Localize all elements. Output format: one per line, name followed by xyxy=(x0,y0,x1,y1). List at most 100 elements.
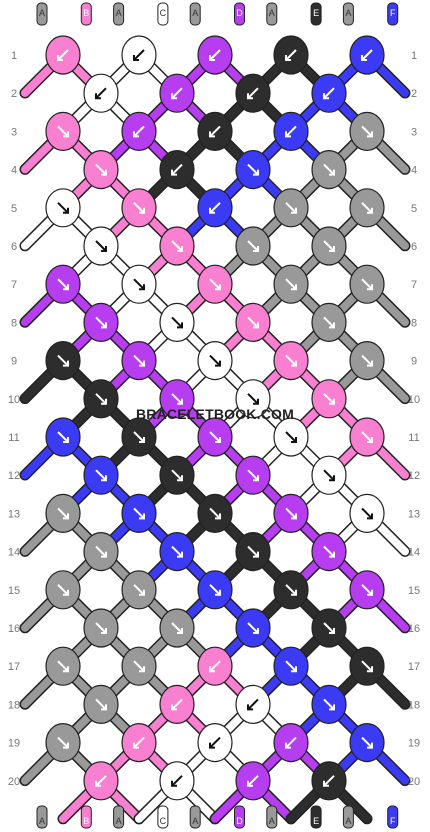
knot-arrow-icon xyxy=(95,163,107,176)
knot xyxy=(235,531,271,572)
row-number-right: 11 xyxy=(408,432,419,444)
knot-arrow-icon xyxy=(95,775,107,787)
knot-arrow-icon xyxy=(285,202,297,214)
knot-arrowhead-icon xyxy=(209,666,215,673)
knot-arrowhead-icon xyxy=(367,207,373,214)
knot xyxy=(311,531,347,572)
knot-arrow-icon xyxy=(133,507,145,520)
knot-arrow-icon xyxy=(171,622,183,634)
knot-arrowhead-icon xyxy=(209,207,215,214)
knot-arrowhead-icon xyxy=(177,628,183,634)
strand-letter: E xyxy=(313,816,319,826)
knot xyxy=(159,150,195,190)
knot-arrow-icon xyxy=(323,393,335,405)
knot xyxy=(235,379,271,419)
knot-arrowhead-icon xyxy=(367,666,373,673)
row-number-right: 17 xyxy=(408,661,420,673)
row-number-right: 12 xyxy=(408,470,420,482)
knot xyxy=(235,226,271,266)
knot-arrow-icon xyxy=(361,125,373,138)
row-number-right: 1 xyxy=(411,50,417,62)
row-number-left: 11 xyxy=(8,432,19,444)
knot-arrowhead-icon xyxy=(101,551,107,558)
knot-arrow-icon xyxy=(133,202,145,214)
knot xyxy=(311,608,347,648)
row-number-right: 13 xyxy=(408,508,420,520)
knot-arrowhead-icon xyxy=(367,284,373,291)
knot-arrow-icon xyxy=(95,698,107,711)
knot xyxy=(273,493,309,534)
strand-letter: A xyxy=(116,816,122,826)
knot-arrowhead-icon xyxy=(291,437,297,443)
strand-letter: F xyxy=(390,8,396,18)
knot-arrow-icon xyxy=(361,660,373,672)
knot xyxy=(235,73,271,113)
knot xyxy=(83,379,119,419)
knot xyxy=(45,722,81,763)
knot-arrowhead-icon xyxy=(63,513,69,520)
knot-arrow-icon xyxy=(209,202,221,214)
knot-arrow-icon xyxy=(171,393,183,405)
knot-arrow-icon xyxy=(323,775,335,787)
knot xyxy=(197,417,233,457)
strand-end xyxy=(80,2,92,26)
knot-arrow-icon xyxy=(95,545,107,558)
knot xyxy=(349,264,385,304)
knot-arrow-icon xyxy=(361,202,373,214)
knot-arrow-icon xyxy=(171,775,183,787)
knot-arrowhead-icon xyxy=(209,55,215,61)
knot-arrow-icon xyxy=(171,469,183,481)
knot-arrow-icon xyxy=(323,545,335,558)
row-number-left: 16 xyxy=(8,623,20,635)
knot-grid xyxy=(45,35,385,801)
knot-arrowhead-icon xyxy=(291,589,297,596)
knot-arrow-icon xyxy=(285,354,297,367)
knot-arrow-icon xyxy=(209,584,221,596)
knot-arrowhead-icon xyxy=(171,704,177,711)
strand-letter: A xyxy=(192,8,198,18)
knot xyxy=(311,150,347,190)
knot xyxy=(273,188,309,228)
knot xyxy=(45,646,81,686)
row-number-left: 10 xyxy=(8,394,20,406)
knot xyxy=(311,379,347,419)
row-number-right: 10 xyxy=(408,394,420,406)
knot-arrowhead-icon xyxy=(329,704,335,711)
knot-arrow-icon xyxy=(361,278,373,290)
row-number-left: 4 xyxy=(11,165,17,177)
row-number-left: 15 xyxy=(8,585,20,597)
knot-arrow-icon xyxy=(133,736,145,749)
knot-arrowhead-icon xyxy=(291,284,297,291)
knot-arrowhead-icon xyxy=(139,437,145,443)
knot xyxy=(121,570,157,610)
knot-arrow-icon xyxy=(209,278,221,290)
knot xyxy=(83,73,119,113)
knot-arrowhead-icon xyxy=(367,589,373,596)
knot-arrowhead-icon xyxy=(63,742,69,749)
strand-end xyxy=(342,2,354,26)
knot-arrowhead-icon xyxy=(329,475,335,482)
knot-arrow-icon xyxy=(323,622,335,634)
knot-arrowhead-icon xyxy=(139,207,145,214)
knot xyxy=(121,341,157,381)
knot-arrowhead-icon xyxy=(63,589,69,596)
knot xyxy=(273,264,309,304)
strand-end xyxy=(36,805,48,829)
knot-arrowhead-icon xyxy=(329,628,335,634)
knot-arrowhead-icon xyxy=(367,131,373,138)
knot-arrowhead-icon xyxy=(177,398,183,405)
strand-end xyxy=(342,805,354,829)
knot-arrowhead-icon xyxy=(63,207,69,214)
knot-arrowhead-icon xyxy=(177,551,183,558)
knot-arrow-icon xyxy=(247,393,259,405)
strand-end xyxy=(36,2,48,26)
row-number-right: 14 xyxy=(408,547,420,559)
row-number-left: 18 xyxy=(8,699,20,711)
knot xyxy=(45,570,81,610)
knot xyxy=(349,111,385,151)
knot-arrowhead-icon xyxy=(247,704,253,711)
knot-arrow-icon xyxy=(209,125,221,138)
knot xyxy=(197,493,233,534)
knot xyxy=(121,722,157,763)
